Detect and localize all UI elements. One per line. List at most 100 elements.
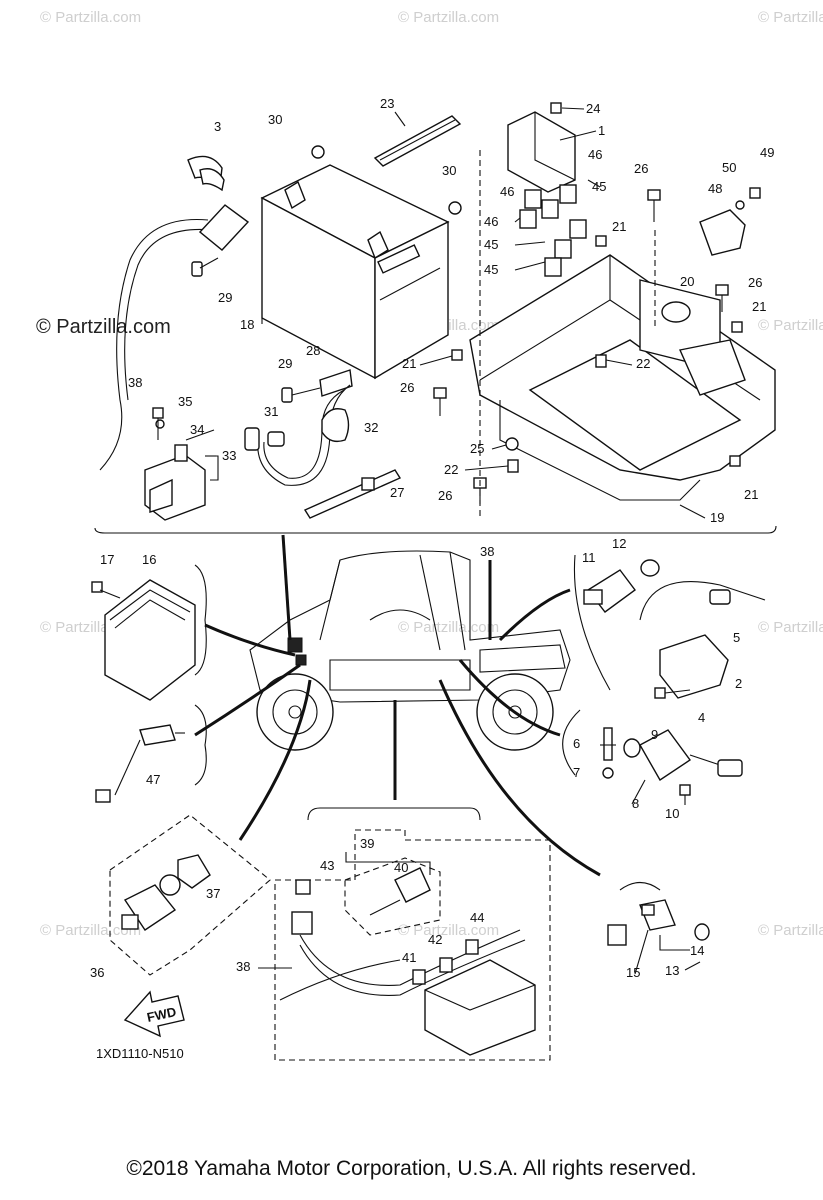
part-24-screw <box>550 102 562 114</box>
part-48-sensor <box>699 209 746 256</box>
section-bracket <box>94 525 777 534</box>
part-25-grommet <box>505 437 519 451</box>
part-8-sensor <box>639 729 743 781</box>
callout-21: 21 <box>744 487 758 502</box>
bracket <box>194 704 207 786</box>
callout-9: 9 <box>651 727 658 742</box>
callout-1: 1 <box>598 123 605 138</box>
fwd-label: FWD <box>146 1004 178 1025</box>
watermark: © Partzilla.com <box>758 9 823 26</box>
part-40-fuse-holder <box>394 867 431 903</box>
callout-31: 31 <box>264 404 278 419</box>
callout-43: 43 <box>320 858 334 873</box>
part-28-terminal <box>319 369 353 397</box>
part-37-nut <box>177 854 211 889</box>
callout-connectors <box>194 534 601 877</box>
callout-32: 32 <box>364 420 378 435</box>
callout-40: 40 <box>394 860 408 875</box>
part-43-connector <box>295 879 311 895</box>
part-21-clip <box>731 321 743 333</box>
callout-21: 21 <box>612 219 626 234</box>
callout-19: 19 <box>710 510 724 525</box>
part-30-grommet <box>311 145 325 159</box>
callout-38: 38 <box>128 375 142 390</box>
watermark: © Partzilla.com <box>758 619 823 636</box>
part-26-bolt <box>647 189 661 222</box>
part-21-clip <box>451 349 463 361</box>
part-50-washer <box>735 200 745 210</box>
part-18-battery <box>260 164 450 380</box>
part-44-fuse <box>465 939 479 955</box>
callout-48: 48 <box>708 181 722 196</box>
callout-21: 21 <box>752 299 766 314</box>
part-22-clip <box>595 354 607 368</box>
part-5-plug-cap <box>639 581 766 621</box>
callout-46: 46 <box>484 214 498 229</box>
part-15-bolt <box>641 904 655 916</box>
callout-18: 18 <box>240 317 254 332</box>
callout-26: 26 <box>748 275 762 290</box>
callout-42: 42 <box>428 932 442 947</box>
leader-lines <box>185 107 706 975</box>
bracket <box>573 554 611 691</box>
part-11-sensor <box>583 569 636 613</box>
part-32-holder <box>321 408 350 443</box>
copyright-notice: ©2018 Yamaha Motor Corporation, U.S.A. A… <box>126 1157 697 1180</box>
part-23-battery-strap <box>373 115 462 167</box>
callout-41: 41 <box>402 950 416 965</box>
part-30-grommet <box>448 201 462 215</box>
callout-39: 39 <box>360 836 374 851</box>
callout-7: 7 <box>573 765 580 780</box>
part-26-bolt <box>433 387 447 416</box>
part-4-bolt <box>654 687 691 699</box>
bracket <box>562 709 581 776</box>
part-36-switch <box>121 874 181 931</box>
part-3-clamp <box>187 155 225 192</box>
callout-6: 6 <box>573 736 580 751</box>
part-17-bolt <box>91 581 121 599</box>
vehicle-illustration <box>249 550 571 751</box>
diagram-code: 1XD1110-N510 <box>96 1046 184 1061</box>
callout-45: 45 <box>484 262 498 277</box>
callout-27: 27 <box>390 485 404 500</box>
callout-46: 46 <box>588 147 602 162</box>
callout-15: 15 <box>626 965 640 980</box>
part-31-terminal <box>267 431 285 447</box>
watermark: © Partzilla.com <box>758 317 823 334</box>
watermark-prominent: © Partzilla.com <box>36 316 171 338</box>
part-26-bolt <box>715 284 729 312</box>
part-16-rectifier-regulator <box>104 579 196 701</box>
part-31-cable <box>257 384 351 486</box>
callout-28: 28 <box>306 343 320 358</box>
part-13-speed-sensor <box>607 881 690 951</box>
callout-38: 38 <box>480 544 494 559</box>
part-22-clip <box>507 459 519 473</box>
watermark: © Partzilla.com <box>398 9 499 26</box>
callout-35: 35 <box>178 394 192 409</box>
part-31-cap <box>244 427 260 451</box>
callout-34: 34 <box>190 422 204 437</box>
callout-14: 14 <box>690 943 704 958</box>
watermark: © Partzilla.com <box>40 9 141 26</box>
watermark: © Partzilla.com <box>758 922 823 939</box>
part-19-battery-tray <box>469 254 776 501</box>
part-9-o-ring <box>623 738 641 758</box>
callout-38: 38 <box>236 959 250 974</box>
part-14-o-ring <box>694 923 710 941</box>
callout-46: 46 <box>500 184 514 199</box>
callout-3: 3 <box>214 119 221 134</box>
callout-22: 22 <box>636 356 650 371</box>
part-2-ignition-coil <box>659 634 729 699</box>
upper-section <box>94 102 777 534</box>
callout-22: 22 <box>444 462 458 477</box>
part-21-clip <box>729 455 741 467</box>
callout-26: 26 <box>438 488 452 503</box>
watermark: © Partzilla.com <box>398 619 499 636</box>
part-46-relays <box>519 184 577 229</box>
part-7-gasket <box>602 767 614 779</box>
part-21-clip <box>595 235 607 247</box>
part-29-bolt <box>191 257 219 277</box>
part-35-bolt <box>152 407 164 440</box>
part-27-cable-tie <box>303 469 402 519</box>
